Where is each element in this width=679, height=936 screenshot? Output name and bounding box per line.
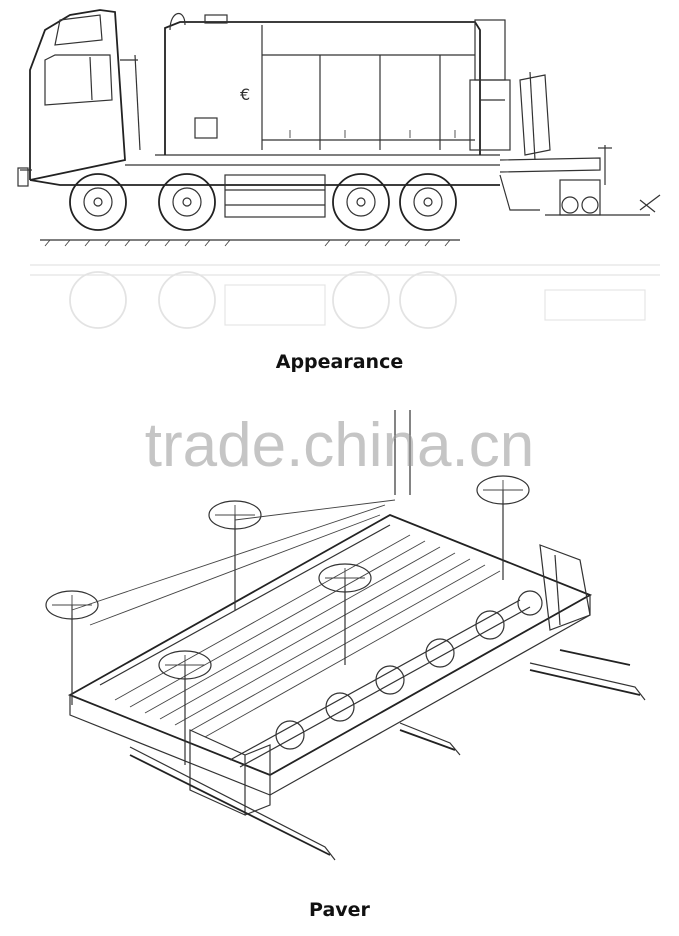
paver-drawing-icon xyxy=(45,410,646,861)
paver-caption: Paver xyxy=(309,899,370,921)
appearance-caption: Appearance xyxy=(275,351,404,373)
svg-text:€: € xyxy=(240,85,250,104)
truck-illustration: € xyxy=(0,0,679,340)
truck-drawing-icon: € xyxy=(17,9,661,329)
paver-illustration xyxy=(0,395,679,885)
